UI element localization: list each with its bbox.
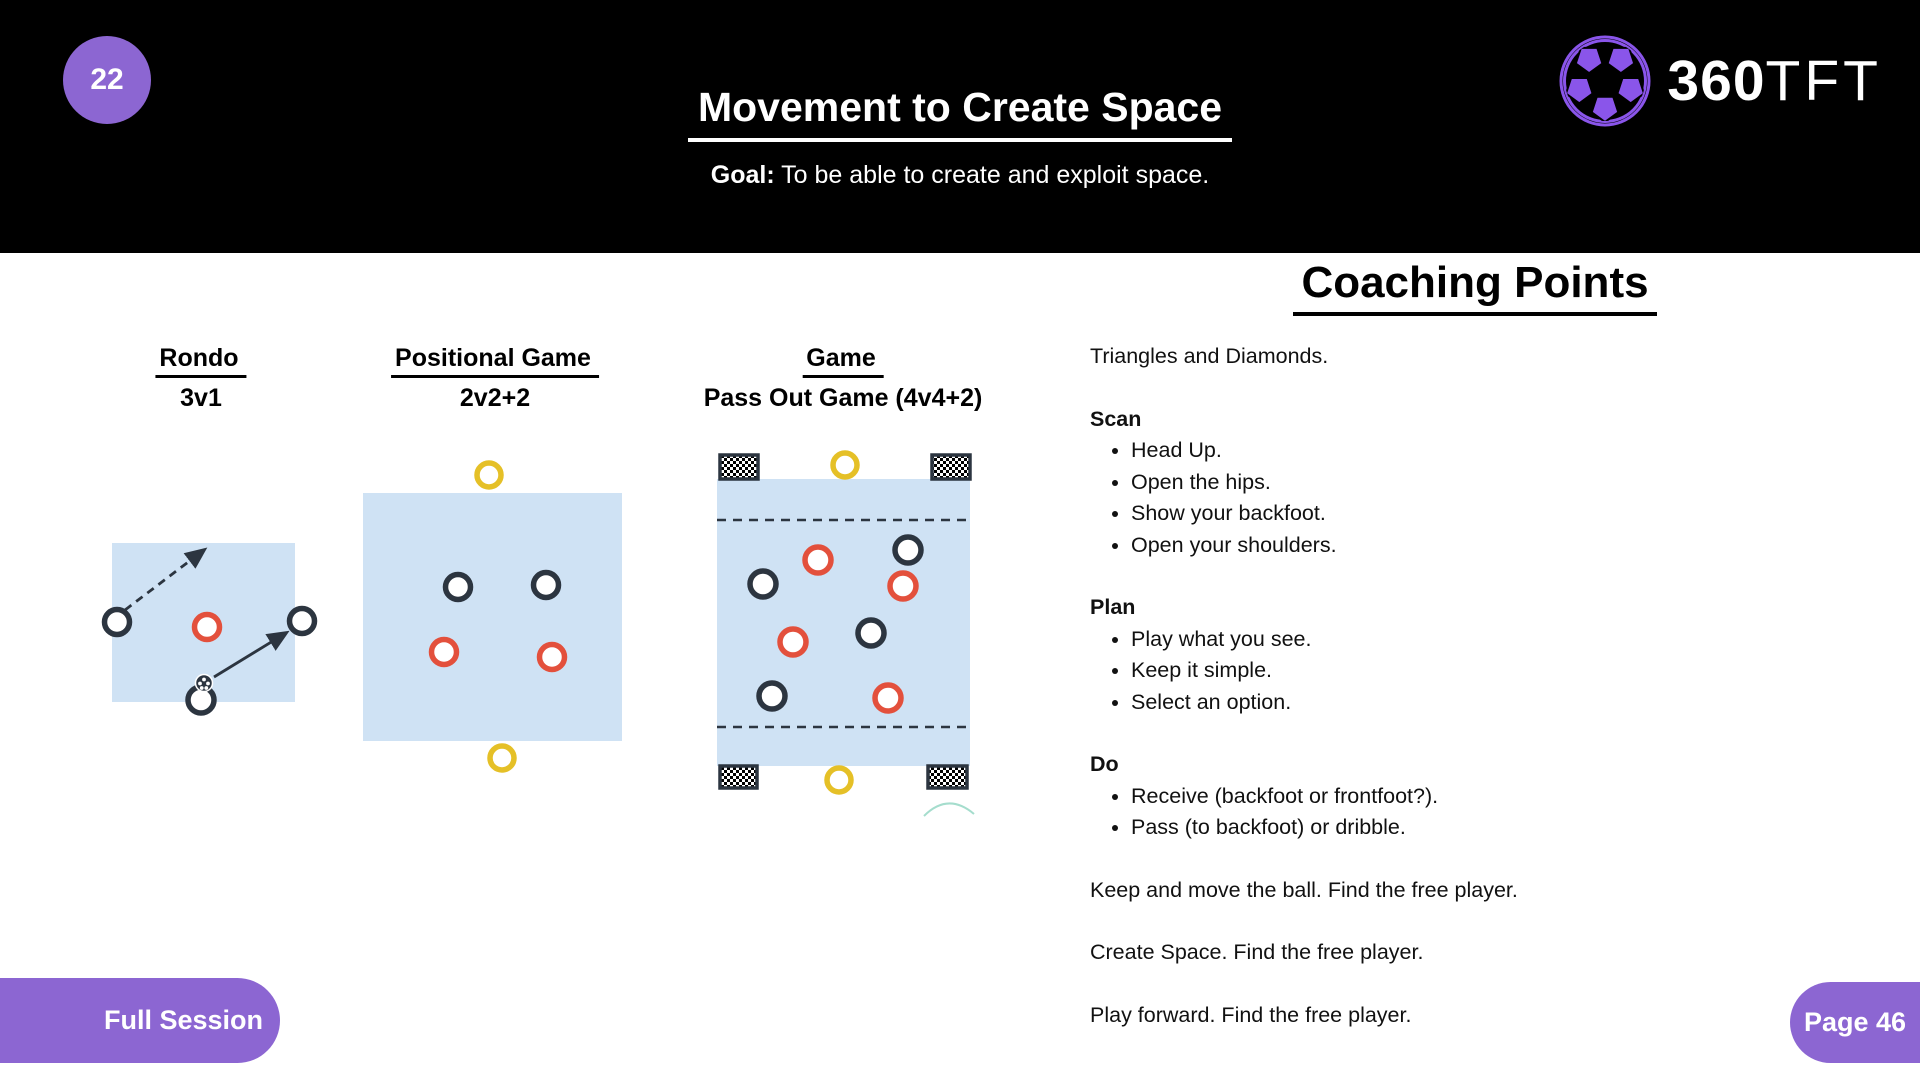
bullet-item: Play what you see. <box>1131 624 1670 656</box>
page-header: 22 Movement to Create Space Goal: To be … <box>0 0 1920 253</box>
bullet-item: Show your backfoot. <box>1131 498 1670 530</box>
drill-heading-game: Game Pass Out Game (4v4+2) <box>704 344 983 413</box>
goal-icon <box>930 453 972 481</box>
attacker-circle <box>747 568 779 600</box>
closing-line: Create Space. Find the free player. <box>1090 940 1424 964</box>
goal-icon <box>718 764 759 790</box>
neutral-circle <box>824 765 854 795</box>
bullet-item: Pass (to backfoot) or dribble. <box>1131 812 1670 844</box>
closing-line: Play forward. Find the free player. <box>1090 1002 1412 1027</box>
pitch-area <box>717 479 970 766</box>
drill-name: Game <box>802 344 884 378</box>
goal-label: Goal: <box>710 161 775 189</box>
defender-circle <box>777 626 809 658</box>
drill-heading-positional-game: Positional Game 2v2+2 <box>391 344 599 413</box>
drill-heading-rondo: Rondo 3v1 <box>155 344 247 413</box>
decorative-arc <box>923 802 975 817</box>
neutral-circle <box>487 743 517 773</box>
pass-out-game-diagram <box>717 450 975 817</box>
logo-suffix: TFT <box>1765 49 1882 113</box>
coaching-points-panel: Triangles and Diamonds. Scan Head Up. Op… <box>1090 341 1670 1031</box>
bullet-item: Keep it simple. <box>1131 655 1670 687</box>
goal-icon <box>718 453 760 481</box>
attacker-circle <box>286 605 318 637</box>
rondo-diagram <box>101 543 318 716</box>
goal-text: To be able to create and exploit space. <box>774 161 1210 189</box>
drill-format: Pass Out Game (4v4+2) <box>703 384 983 412</box>
defender-circle <box>802 544 834 576</box>
drill-format: 2v2+2 <box>459 384 531 412</box>
full-session-tab: Full Session <box>0 978 280 1063</box>
do-bullet-list: Receive (backfoot or frontfoot?). Pass (… <box>1090 781 1670 844</box>
section-title-do: Do <box>1090 752 1119 776</box>
page-title: Movement to Create Space <box>0 84 1920 142</box>
session-number-badge: 22 <box>63 36 151 124</box>
bullet-item: Head Up. <box>1131 435 1670 467</box>
run-arrow <box>124 547 208 612</box>
defender-circle <box>191 611 223 643</box>
plan-bullet-list: Play what you see. Keep it simple. Selec… <box>1090 624 1670 719</box>
neutral-circle <box>830 450 860 480</box>
attacker-circle <box>101 606 133 638</box>
logo-number: 360 <box>1667 49 1766 113</box>
section-title-plan: Plan <box>1090 595 1136 619</box>
page-number-tab: Page 46 <box>1790 982 1920 1063</box>
closing-line: Keep and move the ball. Find the free pl… <box>1090 877 1518 902</box>
goal-icon <box>926 764 969 790</box>
scan-bullet-list: Head Up. Open the hips. Show your backfo… <box>1090 435 1670 561</box>
attacker-circle <box>855 617 887 649</box>
bullet-item: Open your shoulders. <box>1131 530 1670 562</box>
section-title-scan: Scan <box>1090 406 1142 431</box>
neutral-circle <box>474 460 504 490</box>
bullet-item: Open the hips. <box>1131 467 1670 499</box>
coaching-points-heading: Coaching Points <box>1190 258 1760 316</box>
session-number: 22 <box>90 63 124 96</box>
positional-game-diagram <box>363 460 622 773</box>
attacker-circle <box>892 534 924 566</box>
ball-icon <box>194 673 214 693</box>
defender-circle <box>887 570 919 602</box>
drill-name: Rondo <box>155 344 247 378</box>
pass-arrow <box>213 630 290 679</box>
drill-name: Positional Game <box>391 344 599 378</box>
coaching-intro: Triangles and Diamonds. <box>1090 344 1329 368</box>
attacker-circle <box>530 569 562 601</box>
bullet-item: Select an option. <box>1131 687 1670 719</box>
bullet-item: Receive (backfoot or frontfoot?). <box>1131 781 1670 813</box>
defender-circle <box>536 641 568 673</box>
defender-circle <box>872 682 904 714</box>
goal-statement: Goal: To be able to create and exploit s… <box>0 161 1920 190</box>
drill-format: 3v1 <box>180 384 222 412</box>
soccer-ball-icon <box>1559 35 1651 127</box>
pitch-area <box>363 493 622 741</box>
defender-circle <box>428 636 460 668</box>
attacker-circle <box>442 571 474 603</box>
attacker-circle <box>756 680 788 712</box>
